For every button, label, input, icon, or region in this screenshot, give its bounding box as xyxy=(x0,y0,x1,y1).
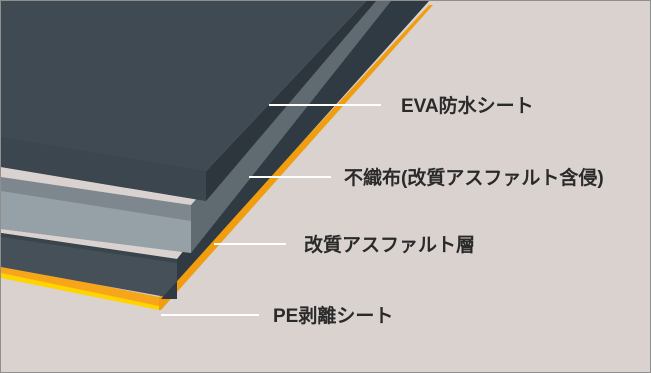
label-nonwoven: 不織布(改質アスファルト含侵) xyxy=(344,166,604,189)
eva-front-face xyxy=(1,137,206,201)
layer-asphalt xyxy=(1,1,429,299)
nonwoven-front-face-mid xyxy=(1,191,191,253)
label-eva: EVA防水シート xyxy=(401,94,534,117)
asphalt-top-edge xyxy=(1,233,177,263)
eva-side xyxy=(206,1,376,201)
pe-edge-highlight xyxy=(1,273,159,310)
asphalt-front-face xyxy=(1,233,177,299)
leader-lines xyxy=(161,104,381,316)
layer-nonwoven xyxy=(1,1,391,253)
pe-side-edge xyxy=(159,5,433,310)
pe-front-face xyxy=(1,265,159,308)
layer-pe xyxy=(1,5,433,310)
label-asphalt: 改質アスファルト層 xyxy=(304,233,475,256)
label-pe: PE剥離シート xyxy=(273,304,393,327)
layer-eva xyxy=(1,1,376,201)
asphalt-side xyxy=(161,1,429,299)
eva-top-face xyxy=(1,1,366,201)
nonwoven-side xyxy=(191,1,391,253)
